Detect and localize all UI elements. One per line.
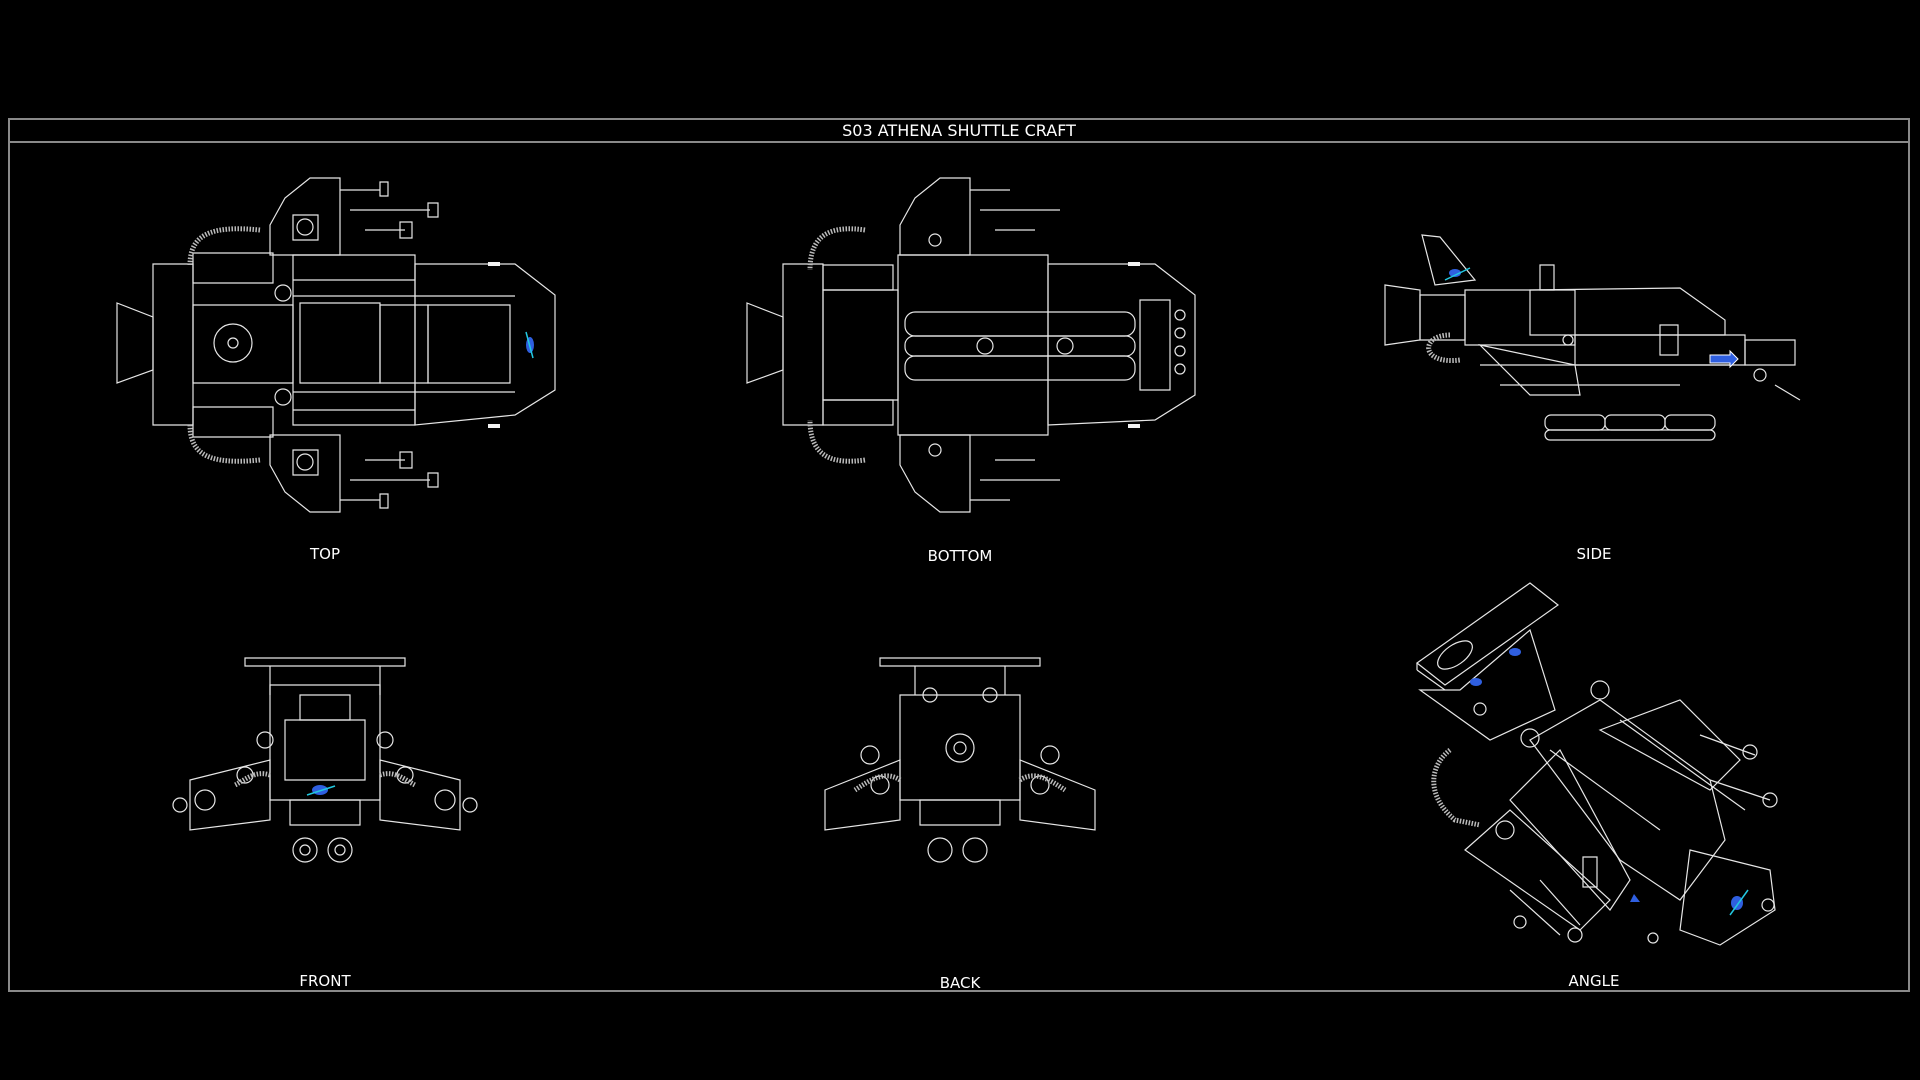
view-label-back: BACK bbox=[939, 974, 981, 992]
sheet-title: S03 ATHENA SHUTTLE CRAFT bbox=[10, 120, 1908, 143]
top-view-drawing bbox=[110, 170, 560, 520]
view-label-side: SIDE bbox=[1576, 545, 1612, 563]
drawing-sheet-frame: S03 ATHENA SHUTTLE CRAFT bbox=[8, 118, 1910, 992]
bottom-view-drawing bbox=[740, 170, 1200, 520]
view-label-top: TOP bbox=[309, 545, 341, 563]
view-label-bottom: BOTTOM bbox=[927, 547, 993, 565]
angle-view-drawing bbox=[1380, 580, 1800, 970]
view-label-angle: ANGLE bbox=[1568, 972, 1620, 990]
front-view-drawing bbox=[150, 650, 500, 875]
back-view-drawing bbox=[785, 650, 1135, 875]
view-label-front: FRONT bbox=[299, 972, 351, 990]
side-view-drawing bbox=[1380, 225, 1830, 450]
